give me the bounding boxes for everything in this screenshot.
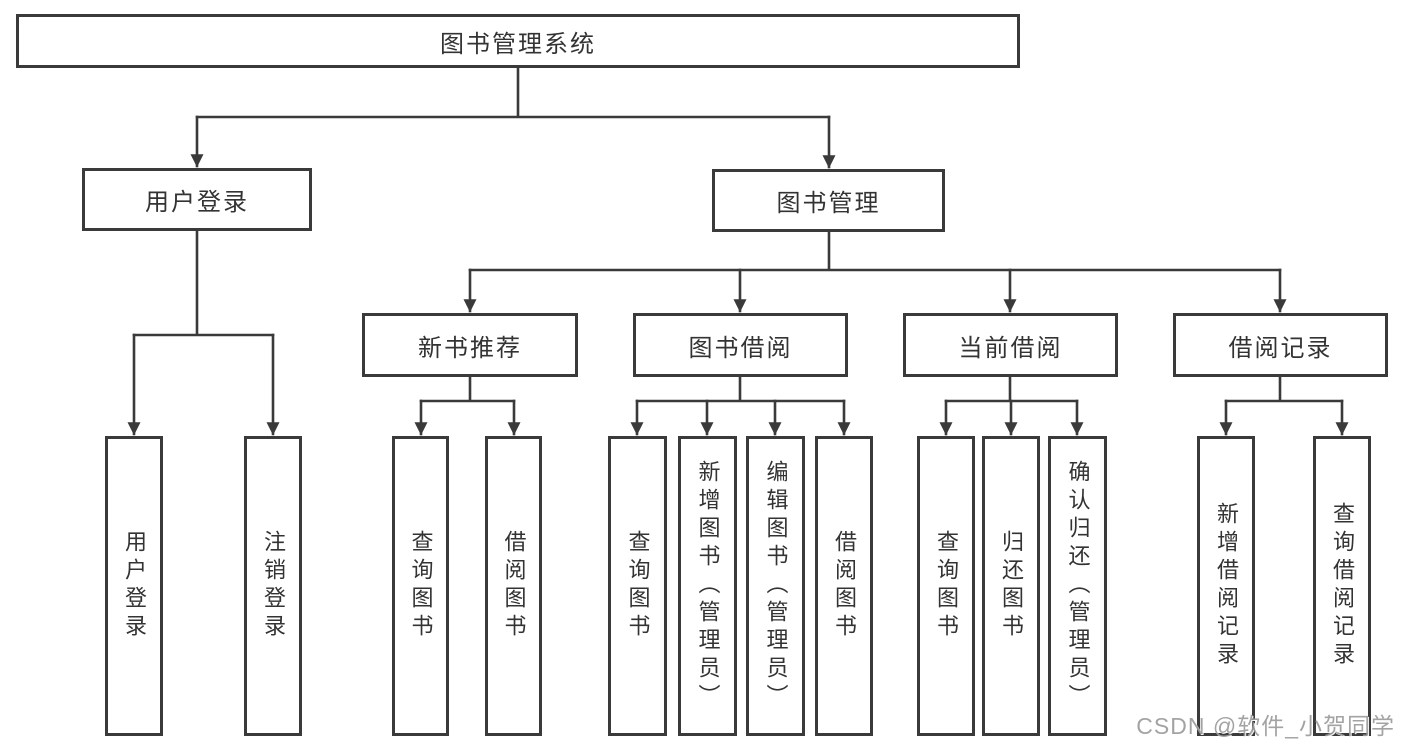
leaf-borrow-books-2: 借阅图书 bbox=[815, 436, 873, 736]
node-label: 新书推荐 bbox=[418, 334, 522, 362]
node-library-management-system: 图书管理系统 bbox=[16, 14, 1020, 68]
node-label: 图书借阅 bbox=[688, 334, 793, 362]
leaf-user-login: 用户登录 bbox=[105, 436, 163, 736]
node-label: 当前借阅 bbox=[958, 334, 1063, 362]
node-label: 注销登录 bbox=[261, 530, 286, 642]
leaf-query-books-3: 查询图书 bbox=[917, 436, 975, 736]
node-label: 用户登录 bbox=[145, 189, 249, 216]
leaf-add-book-admin: 新增图书（管理员） bbox=[678, 436, 737, 736]
node-label: 归还图书 bbox=[999, 530, 1024, 642]
leaf-add-borrow-record: 新增借阅记录 bbox=[1197, 436, 1255, 736]
node-user-login: 用户登录 bbox=[82, 168, 312, 231]
node-borrow-records: 借阅记录 bbox=[1173, 313, 1388, 377]
watermark: CSDN @软件_小贺同学 bbox=[1136, 713, 1395, 739]
leaf-query-books-1: 查询图书 bbox=[392, 436, 449, 736]
leaf-query-books-2: 查询图书 bbox=[608, 436, 667, 736]
node-current-borrow: 当前借阅 bbox=[903, 313, 1118, 377]
node-label: 借阅图书 bbox=[501, 530, 527, 642]
node-label: 编辑图书（管理员） bbox=[763, 460, 789, 712]
node-label: 借阅记录 bbox=[1228, 334, 1333, 362]
node-label: 查询图书 bbox=[625, 530, 651, 642]
node-new-book-recommend: 新书推荐 bbox=[362, 313, 578, 377]
node-label: 新增图书（管理员） bbox=[695, 460, 721, 712]
leaf-confirm-return-admin: 确认归还（管理员） bbox=[1048, 436, 1107, 736]
node-label: 图书管理系统 bbox=[440, 30, 596, 58]
leaf-edit-book-admin: 编辑图书（管理员） bbox=[746, 436, 805, 736]
leaf-query-borrow-record: 查询借阅记录 bbox=[1313, 436, 1371, 736]
node-book-management: 图书管理 bbox=[712, 169, 945, 232]
node-label: 借阅图书 bbox=[832, 530, 857, 642]
node-label: 新增借阅记录 bbox=[1214, 502, 1239, 670]
node-label: 查询借阅记录 bbox=[1330, 502, 1355, 670]
node-label: 查询图书 bbox=[934, 530, 959, 642]
leaf-logout: 注销登录 bbox=[244, 436, 302, 736]
node-label: 图书管理 bbox=[776, 190, 881, 217]
leaf-return-books: 归还图书 bbox=[982, 436, 1040, 736]
node-label: 用户登录 bbox=[122, 530, 147, 642]
node-book-borrow: 图书借阅 bbox=[633, 313, 848, 377]
leaf-borrow-books-1: 借阅图书 bbox=[485, 436, 542, 736]
node-label: 确认归还（管理员） bbox=[1065, 460, 1091, 712]
node-label: 查询图书 bbox=[408, 530, 434, 642]
